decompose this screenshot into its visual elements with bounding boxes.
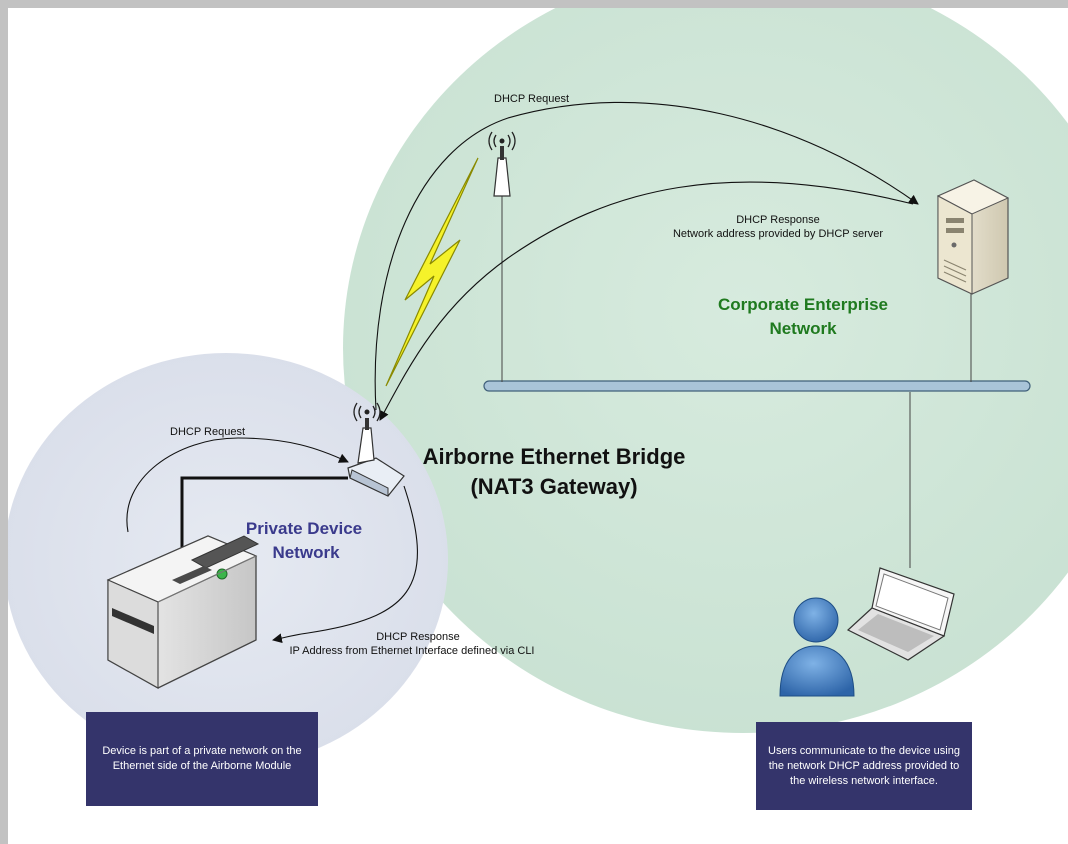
- user-note: Users communicate to the device using th…: [756, 722, 972, 810]
- user-icon: [779, 597, 855, 697]
- dhcp-response-bottom-arrow: [272, 485, 418, 644]
- corporate-network-title-2: Network: [769, 319, 837, 338]
- ethernet-bus: [483, 380, 1031, 392]
- bridge-device-icon: [347, 402, 405, 497]
- private-network-title-2: Network: [272, 543, 340, 562]
- laptop-icon: [846, 567, 955, 661]
- dhcp-request-top-arrow: [374, 101, 919, 411]
- ethernet-cable: [180, 476, 348, 548]
- dhcp-response-top-detail: Network address provided by DHCP server: [673, 228, 883, 240]
- wireless-link-icon: [385, 157, 479, 387]
- corporate-network-zone: [343, 8, 1068, 733]
- dhcp-response-bottom-detail: IP Address from Ethernet Interface defin…: [290, 645, 535, 657]
- bridge-title: Airborne Ethernet Bridge: [423, 444, 686, 469]
- bridge-subtitle: (NAT3 Gateway): [470, 474, 637, 499]
- dhcp-request-top-label: DHCP Request: [494, 93, 569, 105]
- network-diagram: DHCP Request DHCP Response Network addre…: [8, 8, 1068, 767]
- antenna-icon: [488, 131, 516, 197]
- printer-icon: [106, 535, 260, 689]
- device-note-text: Device is part of a private network on t…: [102, 745, 302, 772]
- server-icon: [936, 179, 1010, 295]
- dhcp-request-left-arrow: [126, 437, 349, 533]
- corporate-network-title: Corporate Enterprise: [718, 295, 888, 314]
- user-note-text: Users communicate to the device using th…: [768, 744, 960, 787]
- dhcp-request-left-label: DHCP Request: [170, 426, 245, 438]
- dhcp-response-top-arrow: [379, 181, 914, 421]
- dhcp-response-top-label: DHCP Response: [736, 214, 820, 226]
- device-note: Device is part of a private network on t…: [86, 712, 318, 806]
- dhcp-response-bottom-label: DHCP Response: [376, 631, 460, 643]
- private-network-title: Private Device: [246, 519, 362, 538]
